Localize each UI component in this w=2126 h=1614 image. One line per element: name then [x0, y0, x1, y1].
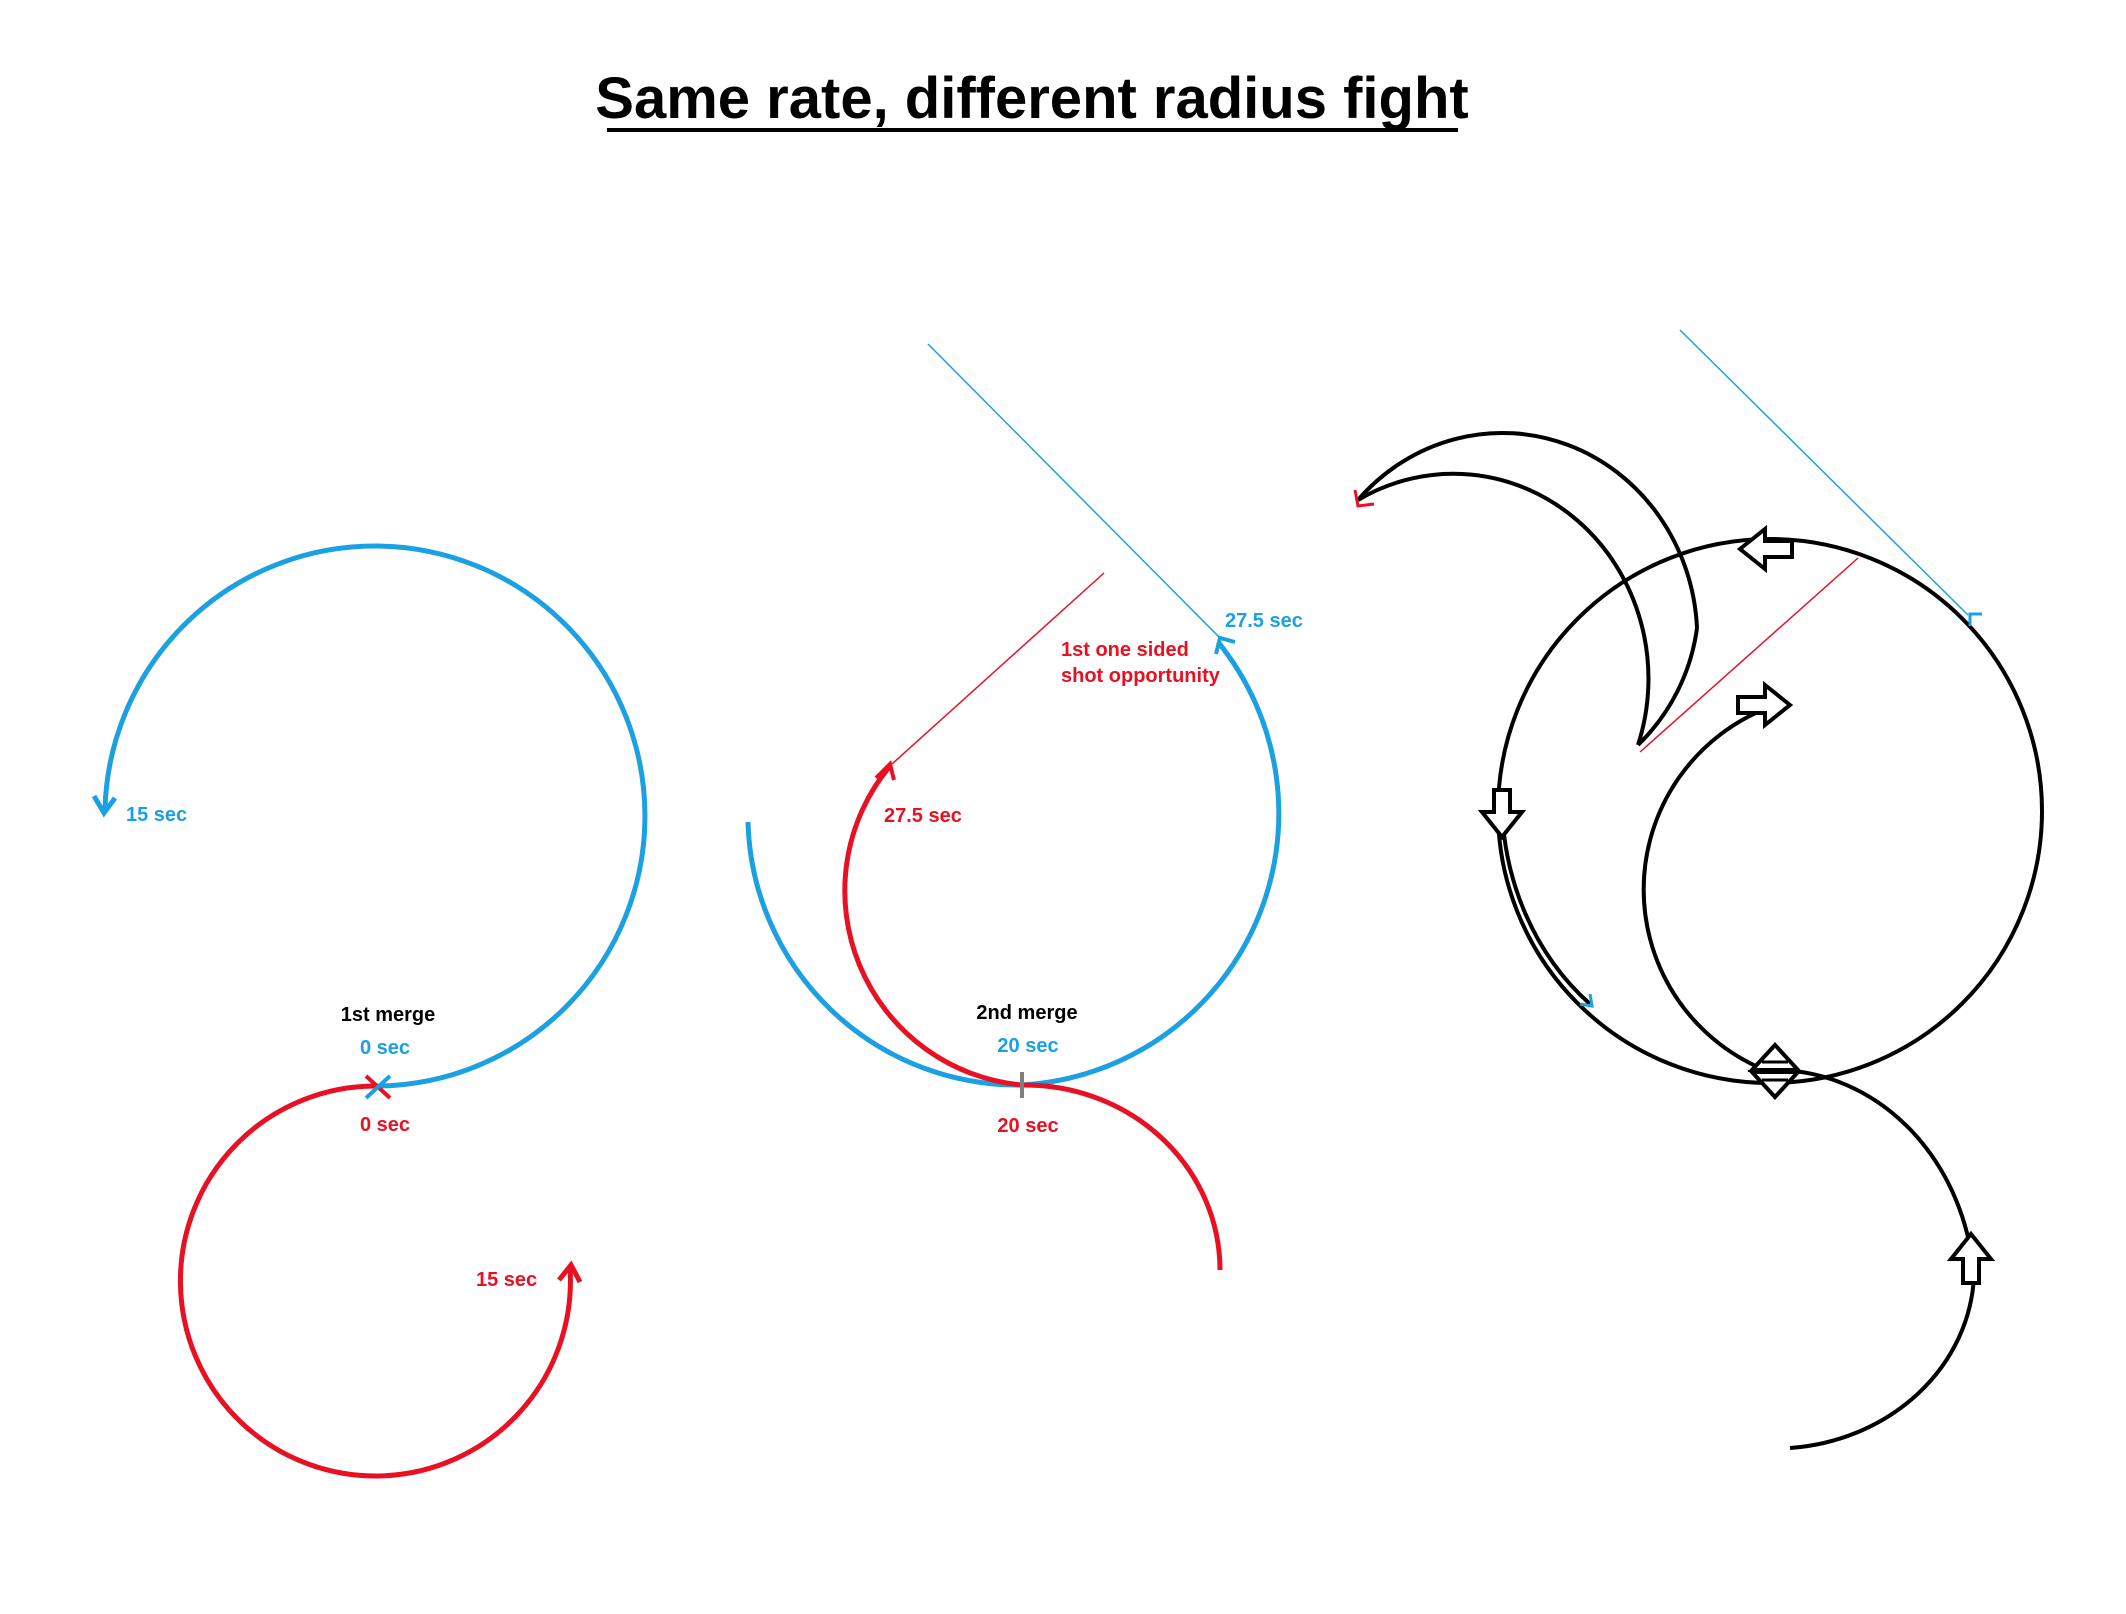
inner-turn-path — [1641, 705, 1771, 1074]
shot-opportunity-line2: shot opportunity — [1061, 665, 1221, 687]
panel-1-first-merge: 1st merge 0 sec 0 sec 15 sec 15 sec — [91, 543, 648, 1479]
red-end-time-2: 27.5 sec — [884, 805, 962, 827]
red-sight-line — [891, 572, 1105, 765]
first-merge-label: 1st merge — [341, 1004, 436, 1026]
right-arrow-icon — [1736, 680, 1794, 730]
large-turn-circle — [1496, 537, 2044, 1085]
red-end-time: 15 sec — [476, 1269, 537, 1291]
lower-arc-path — [1777, 1068, 1977, 1450]
blue-start-time: 0 sec — [360, 1037, 410, 1059]
merge-x-icon — [364, 1074, 392, 1100]
red-arrowhead-icon-3 — [1353, 489, 1375, 508]
blue-arrowhead-icon-4 — [1968, 612, 1982, 626]
second-merge-label: 2nd merge — [976, 1002, 1077, 1024]
blue-sight-line-3 — [1679, 329, 1969, 616]
down-arrow-icon — [1477, 788, 1527, 841]
red-arrowhead-icon-2 — [874, 760, 896, 781]
blue-sight-line — [927, 343, 1223, 641]
upper-arc-path — [1356, 471, 1651, 746]
panel-3-geometry — [1353, 329, 2044, 1450]
page-title: Same rate, different radius fight — [595, 66, 1468, 131]
blue-fighter-path-2 — [745, 640, 1282, 1088]
blue-end-time-2: 27.5 sec — [1225, 610, 1303, 632]
panel-2-second-merge: 2nd merge 20 sec 20 sec 27.5 sec 27.5 se… — [745, 343, 1303, 1271]
red-sight-line-3 — [1639, 557, 1859, 753]
upper-arc-tail — [1636, 627, 1699, 747]
up-arrow-icon — [1946, 1230, 1996, 1285]
left-arrow-icon — [1736, 524, 1794, 574]
red-fighter-path-2 — [842, 764, 1223, 1271]
upper-arc-start — [1356, 431, 1699, 629]
blue-merge-time: 20 sec — [997, 1035, 1058, 1057]
blue-arrowhead-icon-3 — [1579, 993, 1594, 1008]
red-start-time: 0 sec — [360, 1114, 410, 1136]
shot-opportunity-line1: 1st one sided — [1061, 639, 1189, 661]
blue-end-time: 15 sec — [126, 804, 187, 826]
blue-fighter-path — [102, 543, 648, 1089]
double-arrow-icon — [1747, 1042, 1803, 1100]
red-fighter-path — [177, 1083, 573, 1479]
blue-arrowhead-icon — [91, 794, 118, 818]
red-merge-time: 20 sec — [997, 1115, 1058, 1137]
red-arrowhead-icon — [557, 1260, 583, 1284]
